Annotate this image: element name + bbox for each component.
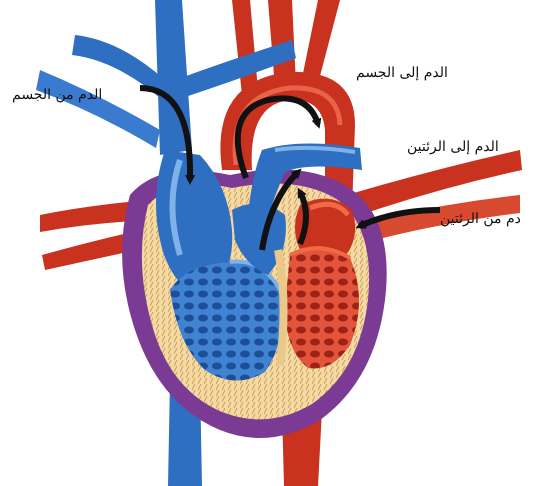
label-blood-to-lungs: الدم إلى الرئتين — [407, 140, 499, 154]
label-blood-from-body: الدم من الجسم — [12, 88, 102, 102]
label-blood-to-body: الدم إلى الجسم — [356, 66, 448, 80]
aorta-branch-left — [232, 0, 258, 95]
label-blood-from-lungs: دم من الرئتين — [440, 212, 521, 226]
